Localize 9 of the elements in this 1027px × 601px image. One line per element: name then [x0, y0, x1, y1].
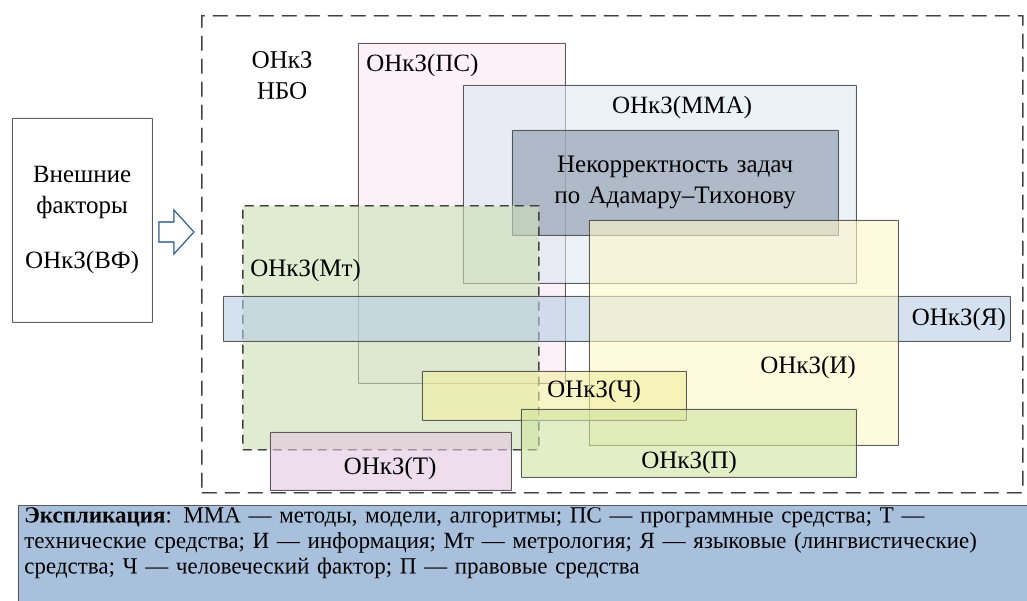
problem-box: Некорректность задач по Адамару–Тихонову [512, 130, 839, 236]
area-box: ОНкЗ(П) [521, 409, 857, 478]
area-box: ОНкЗ(Ч) [422, 371, 687, 421]
area-box: ОНкЗ(Мт) [242, 205, 540, 451]
block-arrow [158, 208, 195, 256]
explication-box: Экспликация: ММА — методы, модели, алгоритмы; ПС — программные средства; Т — технические средства; И — информация; Мт — метрология; Я — языковые (лингвистические) средства; Ч — человеческий фактор; П — правовые средства [18, 505, 1027, 601]
area-box: ОНкЗ(Т) [270, 432, 512, 491]
factor-box: Внешние факторы ОНкЗ(ВФ) [12, 118, 153, 323]
area-band: ОНкЗ(Я) [223, 296, 1011, 342]
